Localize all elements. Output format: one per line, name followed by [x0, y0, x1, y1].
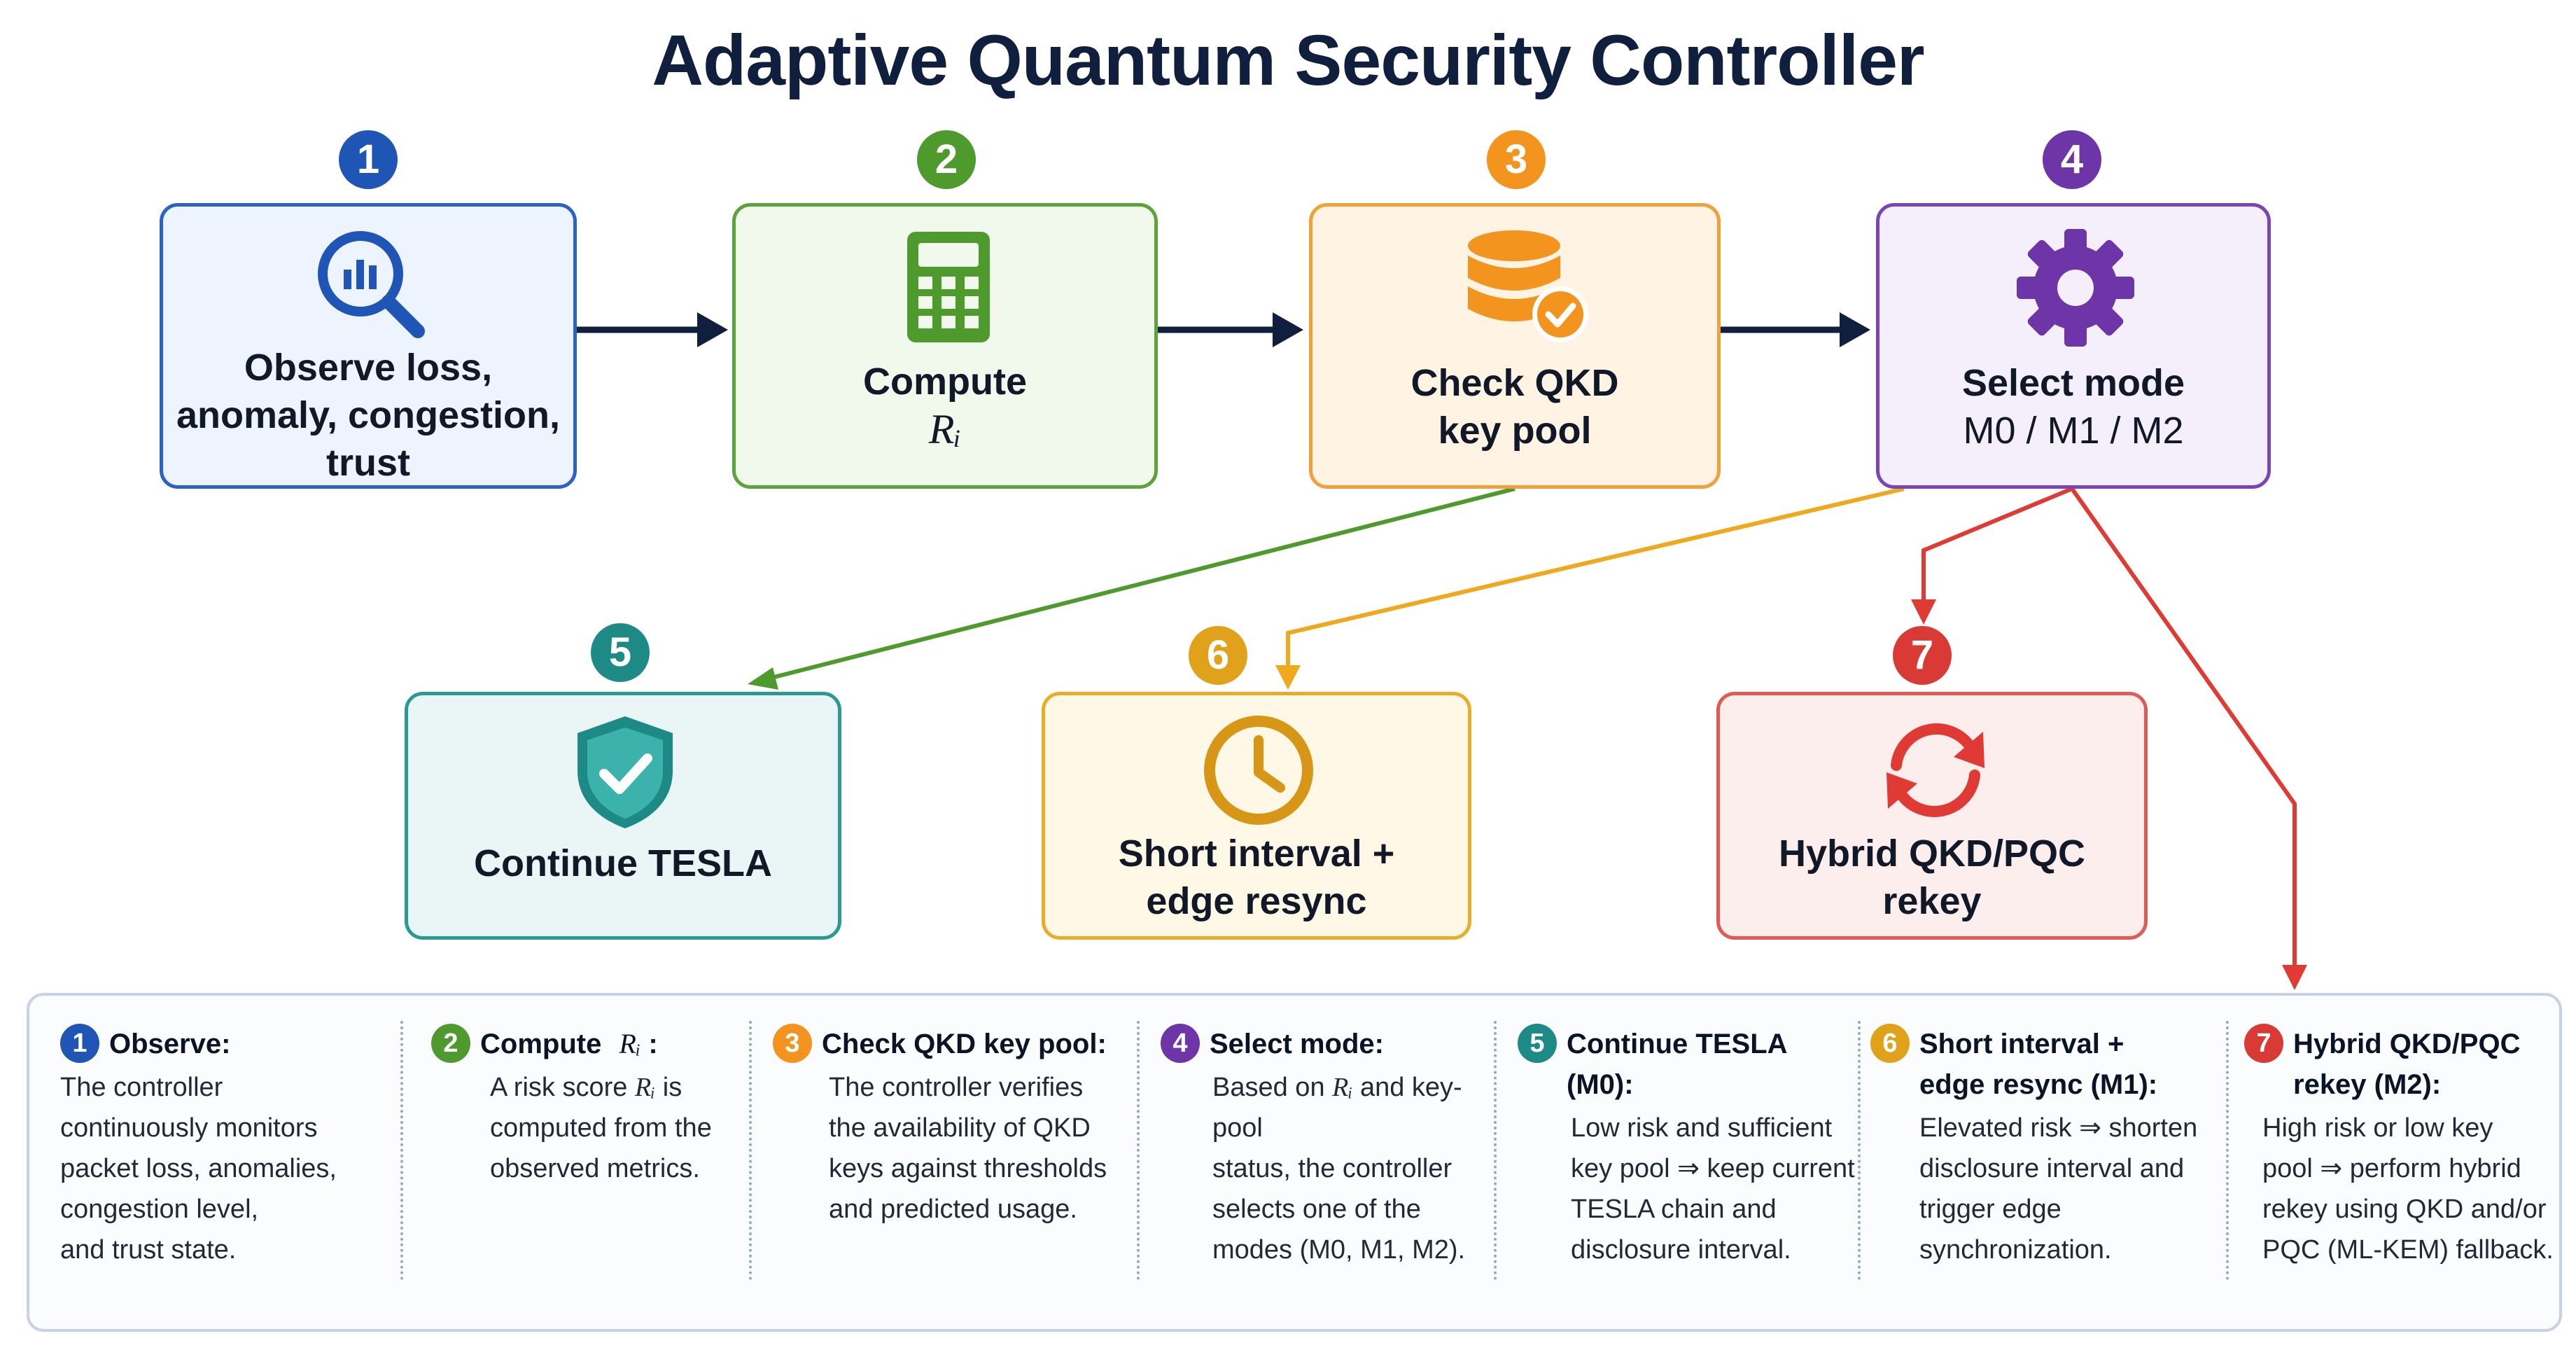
detail-body-continue-tesla: Low risk and sufficient key pool ⇒ keep … [1571, 1113, 1855, 1265]
detail-body-select-mode: Based on Rᵢ and key-pool status, the con… [1212, 1073, 1466, 1265]
clock-icon [1204, 716, 1313, 825]
detail-badge-4: 4 [1161, 1024, 1200, 1063]
detail-observe: 1 Observe: The controller continuously m… [60, 1024, 396, 1290]
detail-continue-tesla: 5 Continue TESLA (M0): Low risk and suff… [1518, 1024, 1858, 1290]
step-label-compute: Compute Rᵢ [736, 358, 1154, 453]
panel-divider [1858, 1021, 1861, 1280]
detail-badge-3: 3 [773, 1024, 812, 1063]
step-box-hybrid-rekey: Hybrid QKD/PQC rekey [1716, 692, 2148, 940]
detail-badge-7: 7 [2244, 1024, 2283, 1063]
detail-head-continue-tesla: Continue TESLA (M0): [1567, 1029, 1787, 1100]
step-label-short-interval: Short interval + edge resync [1118, 833, 1395, 922]
detail-head-check-pool: Check QKD key pool: [822, 1029, 1107, 1059]
step-badge-4: 4 [2043, 130, 2101, 189]
detail-body-short-interval: Elevated risk ⇒ shorten disclosure inter… [1919, 1113, 2198, 1265]
database-check-icon [1468, 230, 1588, 342]
step-badge-3: 3 [1487, 130, 1546, 189]
panel-divider [2226, 1021, 2229, 1280]
diagram-title: Adaptive Quantum Security Controller [652, 20, 1924, 100]
detail-body-compute: A risk score Rᵢ is computed from the obs… [490, 1073, 712, 1183]
refresh-icon [1886, 723, 1984, 817]
step-label-continue-tesla: Continue TESLA [474, 842, 772, 884]
step-badge-6: 6 [1189, 626, 1247, 685]
panel-divider [1494, 1021, 1497, 1280]
panel-divider [1137, 1021, 1140, 1280]
arrow-2-to-3 [1156, 312, 1303, 347]
step-label-observe: Observe loss, anomaly, congestion, trust [176, 347, 561, 484]
arrow-1-to-2 [575, 312, 728, 347]
step-badge-7: 7 [1893, 626, 1952, 685]
detail-compute: 2 Compute Rᵢ : A risk score Rᵢ is comput… [431, 1024, 746, 1290]
detail-check-pool: 3 Check QKD key pool: The controller ver… [773, 1024, 1134, 1290]
arrow-3-to-5 [748, 487, 1516, 690]
detail-badge-2: 2 [431, 1024, 470, 1063]
step-badge-2: 2 [917, 130, 976, 189]
step-label-check-pool: Check QKD key pool [1410, 362, 1619, 452]
calculator-icon [907, 232, 990, 342]
detail-badge-6: 6 [1870, 1024, 1910, 1063]
arrow-4-to-6 [1275, 487, 1905, 690]
arrow-4-to-detail-7 [2070, 487, 2307, 990]
detail-head-compute: Compute Rᵢ : [480, 1028, 658, 1059]
detail-hybrid-rekey: 7 Hybrid QKD/PQC rekey (M2): High risk o… [2244, 1024, 2556, 1290]
step-box-continue-tesla: Continue TESLA [405, 692, 841, 940]
step-box-check-pool: Check QKD key pool [1309, 203, 1721, 489]
magnifier-chart-icon [318, 231, 425, 338]
step-badge-1: 1 [339, 130, 398, 189]
detail-head-select-mode: Select mode: [1210, 1029, 1384, 1059]
gear-icon [2017, 229, 2134, 347]
step-label-hybrid-rekey: Hybrid QKD/PQC rekey [1778, 833, 2086, 922]
step-label-select-mode: Select mode M0 / M1 / M2 [1961, 362, 2185, 452]
step-box-compute: Compute Rᵢ [732, 203, 1158, 489]
step-box-short-interval: Short interval + edge resync [1042, 692, 1471, 940]
panel-divider [400, 1021, 403, 1280]
detail-select-mode: 4 Select mode: Based on Rᵢ and key-pool … [1161, 1024, 1492, 1290]
step-box-select-mode: Select mode M0 / M1 / M2 [1876, 203, 2271, 489]
detail-head-hybrid-rekey: Hybrid QKD/PQC rekey (M2): [2293, 1029, 2521, 1100]
arrow-3-to-4 [1719, 312, 1870, 347]
arrow-4-to-7 [1911, 487, 2073, 625]
panel-divider [749, 1021, 752, 1280]
step-badge-5: 5 [591, 623, 650, 682]
detail-body-check-pool: The controller verifies the availability… [829, 1073, 1107, 1224]
detail-badge-5: 5 [1518, 1024, 1557, 1063]
detail-body-observe: The controller continuously monitors pac… [60, 1073, 337, 1265]
detail-body-hybrid-rekey: High risk or low key pool ⇒ perform hybr… [2262, 1113, 2554, 1265]
shield-check-icon [578, 716, 673, 828]
detail-badge-1: 1 [60, 1024, 99, 1063]
step-box-observe: Observe loss, anomaly, congestion, trust [160, 203, 577, 489]
risk-symbol: Rᵢ [928, 406, 962, 452]
detail-short-interval: 6 Short interval + edge resync (M1): Ele… [1870, 1024, 2226, 1290]
detail-head-observe: Observe: [109, 1029, 231, 1059]
detail-head-short-interval: Short interval + edge resync (M1): [1919, 1029, 2158, 1100]
